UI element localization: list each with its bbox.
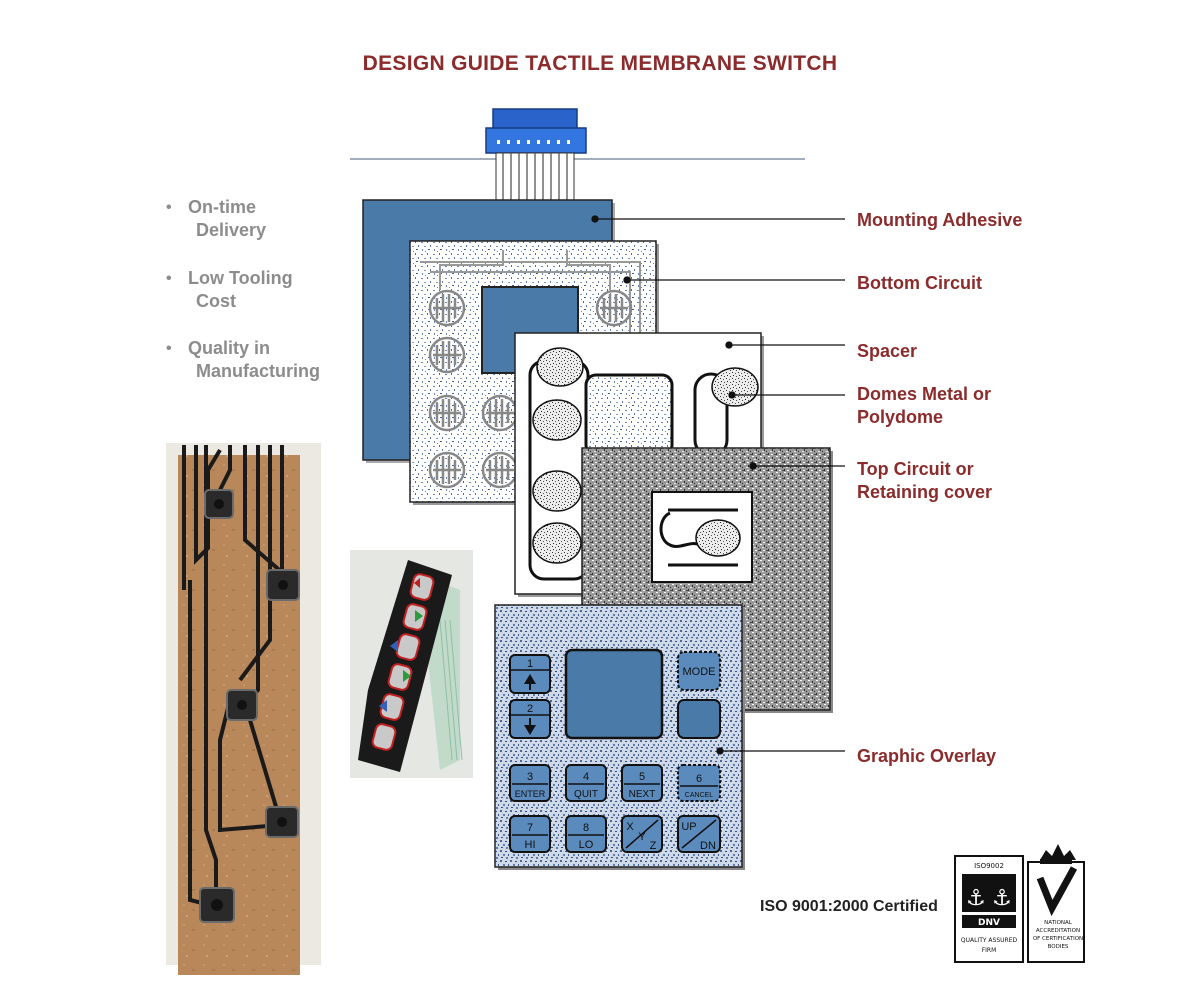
- key-2[interactable]: 2: [509, 699, 551, 739]
- benefit-line2: Cost: [196, 291, 236, 311]
- badge-line4: BODIES: [1048, 944, 1069, 950]
- key-4-quit[interactable]: 4 QUIT: [565, 764, 607, 802]
- badge-line2: ACCREDITATION: [1036, 928, 1080, 934]
- seal-firm-text: FIRM: [982, 947, 997, 954]
- seal-iso-text: ISO9002: [974, 862, 1004, 870]
- bullet-dot: •: [166, 270, 172, 287]
- benefit-on-time-delivery: • On-time Delivery: [166, 196, 267, 242]
- arrow-up-icon: [524, 674, 536, 684]
- benefit-quality-manufacturing: • Quality in Manufacturing: [166, 337, 320, 383]
- label-top-circuit-line1: Top Circuit or: [857, 459, 974, 479]
- benefit-line1: On-time: [188, 197, 257, 217]
- key-6-label: CANCEL: [685, 792, 714, 799]
- lcd-window: [564, 648, 664, 740]
- page-title: DESIGN GUIDE TACTILE MEMBRANE SWITCH: [362, 52, 838, 75]
- benefit-line2: Delivery: [196, 220, 267, 240]
- key-6-cancel[interactable]: 6 CANCEL: [677, 764, 721, 802]
- key-7-num: 7: [527, 822, 533, 834]
- key-6-num: 6: [696, 773, 702, 785]
- anchor-icon: ⚓: [966, 886, 986, 911]
- iso-certification-seals: ISO9002 ⚓ ⚓ DNV QUALITY ASSURED FIRM NAT…: [954, 844, 1085, 963]
- label-domes: Domes Metal or Polydome: [857, 383, 991, 429]
- led-window: [677, 699, 721, 739]
- finished-keypad-photo: [350, 550, 473, 778]
- seal-quality-text: QUALITY ASSURED: [961, 937, 1018, 944]
- bullet-dot: •: [166, 199, 172, 216]
- arrow-down-icon: [524, 725, 536, 735]
- key-8-label: LO: [579, 839, 594, 851]
- key-1-num: 1: [527, 658, 533, 670]
- key-8-lo[interactable]: 8 LO: [565, 815, 607, 853]
- key-1[interactable]: 1: [509, 654, 551, 694]
- crown-icon: [1040, 844, 1076, 860]
- label-top-circuit: Top Circuit or Retaining cover: [857, 458, 992, 504]
- key-3-num: 3: [527, 771, 533, 783]
- anchor-icon: ⚓: [992, 886, 1012, 911]
- key-5-label: NEXT: [629, 789, 656, 800]
- label-graphic-overlay: Graphic Overlay: [857, 746, 997, 766]
- bullet-dot: •: [166, 340, 172, 357]
- key-xyz-z: Z: [650, 840, 657, 852]
- badge-line3: OF CERTIFICATION: [1033, 936, 1083, 942]
- key-dn-label: DN: [700, 840, 716, 852]
- key-3-label: ENTER: [515, 789, 546, 799]
- iso-certification-text: ISO 9001:2000 Certified: [760, 898, 938, 915]
- badge-line1: NATIONAL: [1044, 920, 1073, 926]
- benefit-low-tooling-cost: • Low Tooling Cost: [166, 267, 293, 313]
- key-xyz[interactable]: X Y Z: [621, 815, 663, 853]
- key-7-label: HI: [525, 839, 536, 851]
- flex-circuit-photo: [166, 443, 321, 975]
- key-4-num: 4: [583, 771, 589, 783]
- key-xyz-y: Y: [638, 831, 646, 843]
- label-bottom-circuit: Bottom Circuit: [857, 273, 982, 293]
- seal-dnv-text: DNV: [978, 918, 1000, 928]
- mode-key-label: MODE: [683, 666, 716, 678]
- key-7-hi[interactable]: 7 HI: [509, 815, 551, 853]
- label-mounting-adhesive: Mounting Adhesive: [857, 210, 1023, 230]
- key-xyz-x: X: [626, 821, 634, 833]
- label-spacer: Spacer: [857, 341, 918, 361]
- benefit-line1: Low Tooling: [188, 268, 293, 288]
- key-5-next[interactable]: 5 NEXT: [621, 764, 663, 802]
- key-5-num: 5: [639, 771, 645, 783]
- benefit-line1: Quality in: [188, 338, 271, 358]
- key-2-num: 2: [527, 703, 533, 715]
- checkmark-icon: [1036, 866, 1078, 917]
- key-4-label: QUIT: [574, 789, 598, 800]
- key-3-enter[interactable]: 3 ENTER: [509, 764, 551, 802]
- key-8-num: 8: [583, 822, 589, 834]
- benefit-line2: Manufacturing: [196, 361, 320, 381]
- label-top-circuit-line2: Retaining cover: [857, 482, 993, 502]
- label-domes-line2: Polydome: [857, 407, 944, 427]
- key-up-dn[interactable]: UP DN: [677, 815, 721, 853]
- mode-key[interactable]: MODE: [677, 651, 721, 691]
- key-up-label: UP: [681, 821, 696, 833]
- label-domes-line1: Domes Metal or: [857, 384, 992, 404]
